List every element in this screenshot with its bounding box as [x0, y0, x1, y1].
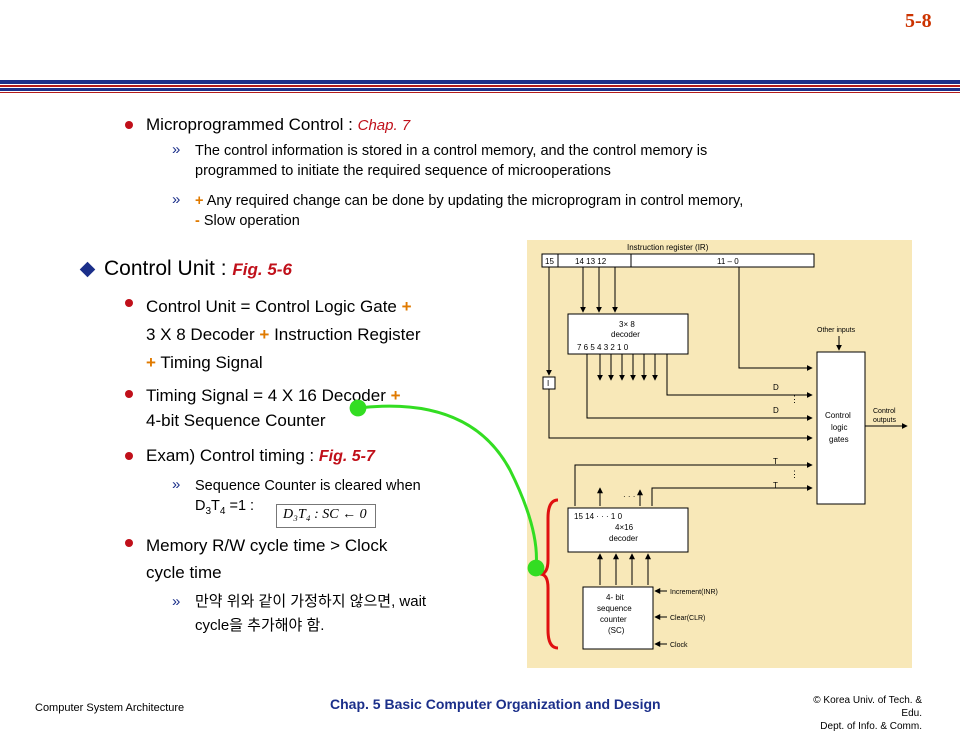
slide-number: 5-8: [905, 10, 932, 32]
micro-ref: Chap. 7: [357, 117, 411, 134]
red-brace: [539, 498, 559, 650]
svg-text:3× 8: 3× 8: [619, 320, 635, 329]
sequence-counter: [582, 586, 654, 650]
micro-bullet-1: The control information is stored in a c…: [195, 143, 708, 179]
svg-text:7 6 5 4 3 2 1 0: 7 6 5 4 3 2 1 0: [577, 343, 629, 352]
micro-heading: Microprogrammed Control : Chap. 7: [146, 115, 411, 134]
bullet-dot: [125, 299, 133, 307]
decoder-3x8: [567, 313, 689, 355]
svg-text:D: D: [773, 406, 779, 415]
svg-text:Control: Control: [873, 408, 896, 415]
cu-heading: Control Unit : Fig. 5-6: [104, 257, 292, 280]
header-rule: [0, 85, 960, 87]
ir-title: Instruction register (IR): [627, 243, 709, 252]
cu-item-3-ref: Fig. 5-7: [318, 448, 375, 465]
bullet-dot: [125, 121, 133, 129]
svg-text:Clear(CLR): Clear(CLR): [670, 615, 705, 622]
svg-text:· · ·: · · ·: [623, 492, 635, 501]
ir-bits-11-0: 11 – 0: [717, 257, 739, 266]
svg-text:⋮: ⋮: [790, 394, 799, 404]
formula-image: D₃T₄ : SC ← 0: [276, 504, 376, 528]
svg-text:(SC): (SC): [608, 626, 625, 635]
svg-text:4- bit: 4- bit: [606, 593, 625, 602]
svg-text:T: T: [773, 481, 778, 490]
footer-chapter: Chap. 5 Basic Computer Organization and …: [330, 696, 661, 712]
decoder-4x16: [567, 507, 689, 553]
ir-bits-14-12: 14 13 12: [575, 257, 607, 266]
svg-text:T: T: [773, 457, 778, 466]
bullet-dot: [125, 539, 133, 547]
cu-item-4-sub: 만약 위와 같이 가정하지 않으면, wait cycle을 추가해야 함.: [195, 593, 427, 634]
svg-text:Increment(INR): Increment(INR): [670, 589, 718, 596]
bullet-dot: [125, 390, 133, 398]
footer-copyright: © Korea Univ. of Tech. & Edu. Dept. of I…: [813, 695, 922, 732]
cu-ref: Fig. 5-6: [232, 260, 292, 279]
cu-item-3: Exam) Control timing : Fig. 5-7: [146, 446, 375, 465]
svg-text:decoder: decoder: [609, 534, 638, 543]
control-unit-diagram: Instruction register (IR) 15 14 13 12 11…: [541, 243, 908, 650]
svg-text:4×16: 4×16: [615, 523, 634, 532]
header-rule: [0, 88, 960, 91]
svg-text:sequence: sequence: [597, 604, 632, 613]
svg-text:Other inputs: Other inputs: [817, 327, 856, 334]
svg-text:15 14 · · · 1 0: 15 14 · · · 1 0: [574, 512, 623, 521]
cu-item-4: Memory R/W cycle time > Clock cycle time: [146, 536, 388, 582]
svg-text:I: I: [547, 379, 549, 388]
svg-text:counter: counter: [600, 615, 627, 624]
svg-text:⋮: ⋮: [790, 469, 799, 479]
cu-item-2: Timing Signal = 4 X 16 Decoder + 4-bit S…: [146, 386, 401, 430]
micro-bullet-2: + Any required change can be done by upd…: [195, 193, 744, 229]
sub-bullet: »: [172, 593, 181, 610]
svg-text:logic: logic: [831, 423, 847, 432]
sub-bullet: »: [172, 476, 181, 493]
control-unit-figure: Instruction register (IR) 15 14 13 12 11…: [527, 240, 912, 668]
svg-text:Control: Control: [825, 411, 851, 420]
svg-text:gates: gates: [829, 435, 849, 444]
bullet-dot: [125, 452, 133, 460]
svg-text:Clock: Clock: [670, 642, 688, 649]
sub-bullet: »: [172, 141, 181, 158]
instruction-register: [541, 253, 815, 268]
cu-item-1: Control Unit = Control Logic Gate + 3 X …: [146, 297, 421, 372]
sub-bullet: »: [172, 191, 181, 208]
control-logic-gates: [816, 351, 866, 505]
svg-text:outputs: outputs: [873, 417, 896, 424]
svg-text:D: D: [773, 383, 779, 392]
svg-text:decoder: decoder: [611, 330, 640, 339]
header-rule: [0, 80, 960, 84]
diamond-bullet: [79, 261, 96, 278]
ir-bit-15: 15: [545, 257, 554, 266]
footer-course: Computer System Architecture: [35, 702, 185, 714]
header-rule: [0, 92, 960, 93]
